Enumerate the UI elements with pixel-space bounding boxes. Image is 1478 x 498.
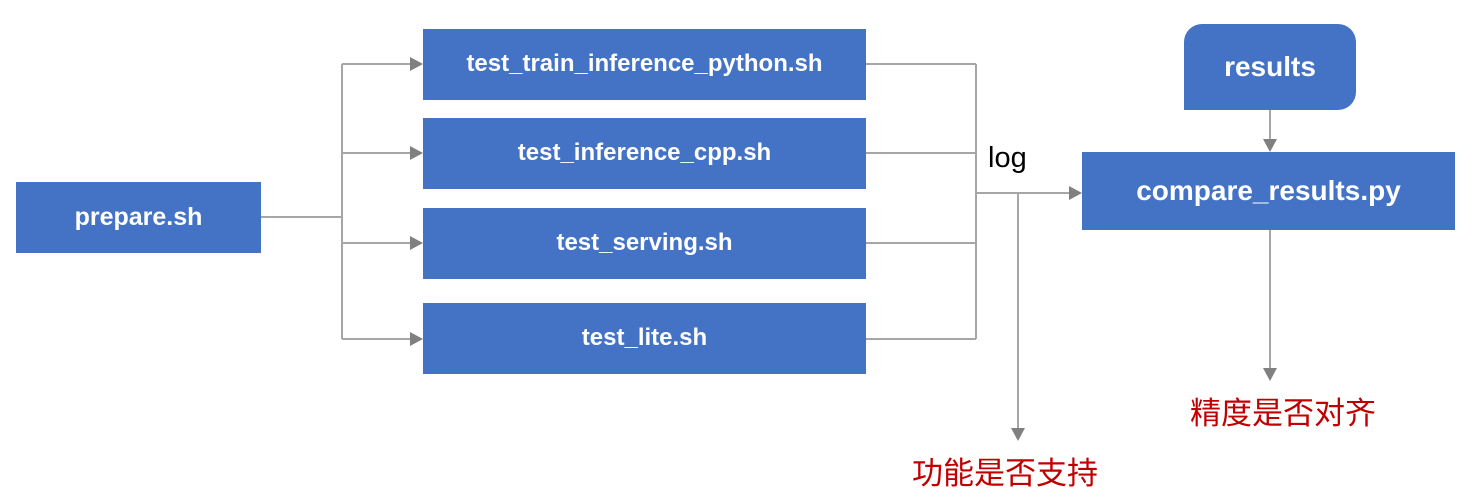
arrowhead-to-test3: [410, 236, 423, 250]
node-test-train-inference-python-sh-label: test_train_inference_python.sh: [466, 50, 823, 78]
annotation-feature-supported: 功能是否支持: [912, 456, 1098, 491]
arrowhead-to-test4: [410, 332, 423, 346]
node-test-lite-sh[interactable]: test_lite.sh: [423, 303, 866, 374]
node-results-label: results: [1224, 50, 1316, 82]
edge-label-log: log: [988, 142, 1027, 174]
node-compare-results-py-label: compare_results.py: [1136, 174, 1401, 206]
arrowhead-to-compare: [1069, 186, 1082, 200]
node-test-serving-sh-label: test_serving.sh: [556, 229, 733, 257]
node-test-train-inference-python-sh[interactable]: test_train_inference_python.sh: [423, 29, 866, 100]
node-compare-results-py[interactable]: compare_results.py: [1082, 152, 1455, 230]
arrowhead-to-feature-check: [1011, 428, 1025, 441]
node-results[interactable]: results: [1184, 24, 1356, 110]
arrowhead-to-test2: [410, 146, 423, 160]
node-prepare-sh-label: prepare.sh: [74, 202, 203, 231]
annotation-precision-aligned: 精度是否对齐: [1190, 396, 1376, 431]
arrowhead-to-test1: [410, 57, 423, 71]
node-prepare-sh[interactable]: prepare.sh: [16, 182, 261, 253]
arrowhead-results-to-compare: [1263, 139, 1277, 152]
node-test-inference-cpp-sh-label: test_inference_cpp.sh: [517, 139, 772, 167]
arrowhead-to-precision-check: [1263, 368, 1277, 381]
node-test-serving-sh[interactable]: test_serving.sh: [423, 208, 866, 279]
node-test-lite-sh-label: test_lite.sh: [581, 324, 708, 352]
node-test-inference-cpp-sh[interactable]: test_inference_cpp.sh: [423, 118, 866, 189]
